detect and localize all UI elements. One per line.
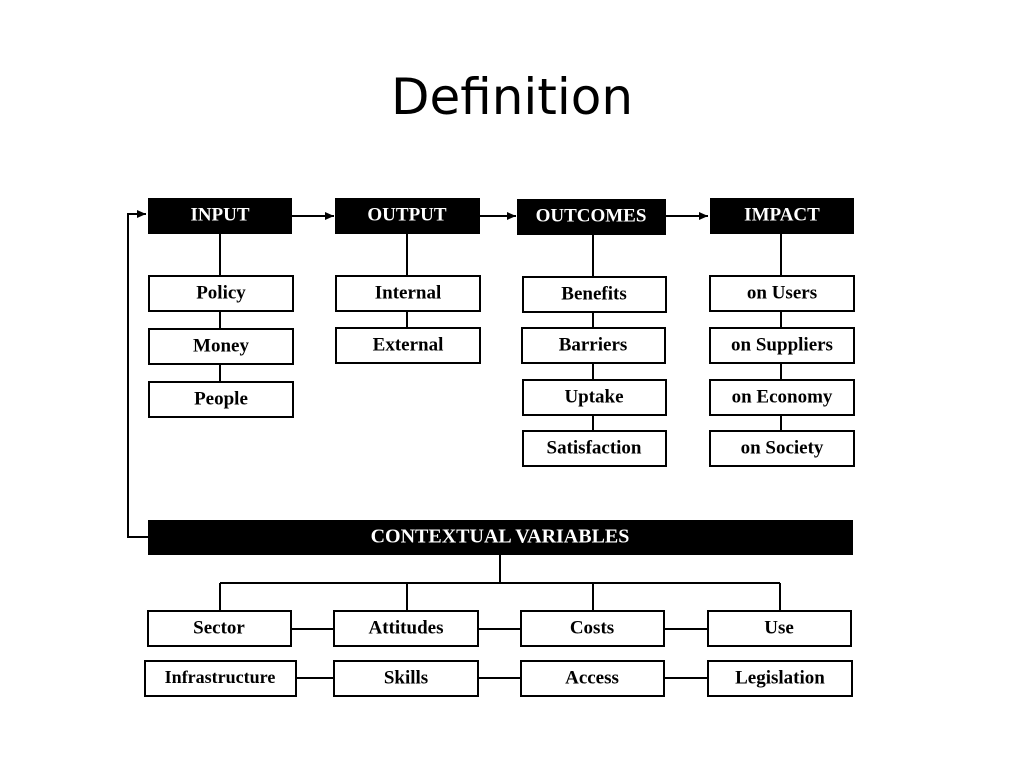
impact-item-suppliers-label: on Suppliers (731, 334, 833, 355)
outcomes-item-uptake-label: Uptake (564, 386, 623, 407)
input-item-money: Money (148, 328, 294, 365)
impact-item-economy-label: on Economy (732, 386, 833, 407)
context-item-use: Use (707, 610, 852, 647)
output-item-external-label: External (373, 334, 444, 355)
feedback-arrow (127, 210, 148, 538)
context-item-infrastructure: Infrastructure (144, 660, 297, 697)
slide-title: Definition (390, 68, 634, 126)
context-item-legislation: Legislation (707, 660, 853, 697)
impact-item-society-label: on Society (741, 437, 824, 458)
output-item-internal-label: Internal (375, 282, 442, 303)
context-item-infrastructure-label: Infrastructure (165, 667, 276, 687)
header-input-label: INPUT (190, 204, 249, 225)
impact-item-users-label: on Users (747, 282, 817, 303)
outcomes-item-benefits: Benefits (522, 276, 667, 313)
header-outcomes: OUTCOMES (517, 199, 666, 235)
input-item-money-label: Money (193, 335, 249, 356)
context-item-access-label: Access (565, 667, 619, 688)
outcomes-item-satisfaction-label: Satisfaction (547, 437, 642, 458)
context-item-access: Access (520, 660, 665, 697)
context-item-legislation-label: Legislation (735, 667, 825, 688)
outcomes-item-satisfaction: Satisfaction (522, 430, 667, 467)
impact-item-suppliers: on Suppliers (709, 327, 855, 364)
context-item-skills-label: Skills (384, 667, 428, 688)
impact-item-users: on Users (709, 275, 855, 312)
context-item-costs-label: Costs (570, 617, 614, 638)
header-output: OUTPUT (335, 198, 480, 234)
outcomes-item-benefits-label: Benefits (561, 283, 626, 304)
header-outcomes-label: OUTCOMES (536, 205, 647, 226)
contextual-variables-bar: CONTEXTUAL VARIABLES (148, 520, 853, 555)
context-item-use-label: Use (764, 617, 794, 638)
header-input: INPUT (148, 198, 292, 234)
output-item-internal: Internal (335, 275, 481, 312)
outcomes-item-barriers: Barriers (521, 327, 666, 364)
context-item-attitudes: Attitudes (333, 610, 479, 647)
outcomes-item-uptake: Uptake (522, 379, 667, 416)
header-output-label: OUTPUT (367, 204, 447, 225)
input-item-policy: Policy (148, 275, 294, 312)
context-item-attitudes-label: Attitudes (369, 617, 444, 638)
header-impact-label: IMPACT (744, 204, 820, 225)
input-item-people: People (148, 381, 294, 418)
impact-item-society: on Society (709, 430, 855, 467)
outcomes-item-barriers-label: Barriers (559, 334, 628, 355)
impact-item-economy: on Economy (709, 379, 855, 416)
context-item-sector: Sector (147, 610, 292, 647)
context-item-skills: Skills (333, 660, 479, 697)
output-item-external: External (335, 327, 481, 364)
input-item-policy-label: Policy (196, 282, 246, 303)
context-item-costs: Costs (520, 610, 665, 647)
input-item-people-label: People (194, 388, 248, 409)
connector-lines (127, 210, 782, 679)
header-impact: IMPACT (710, 198, 854, 234)
context-item-sector-label: Sector (193, 617, 245, 638)
contextual-variables-label: CONTEXTUAL VARIABLES (371, 526, 630, 548)
